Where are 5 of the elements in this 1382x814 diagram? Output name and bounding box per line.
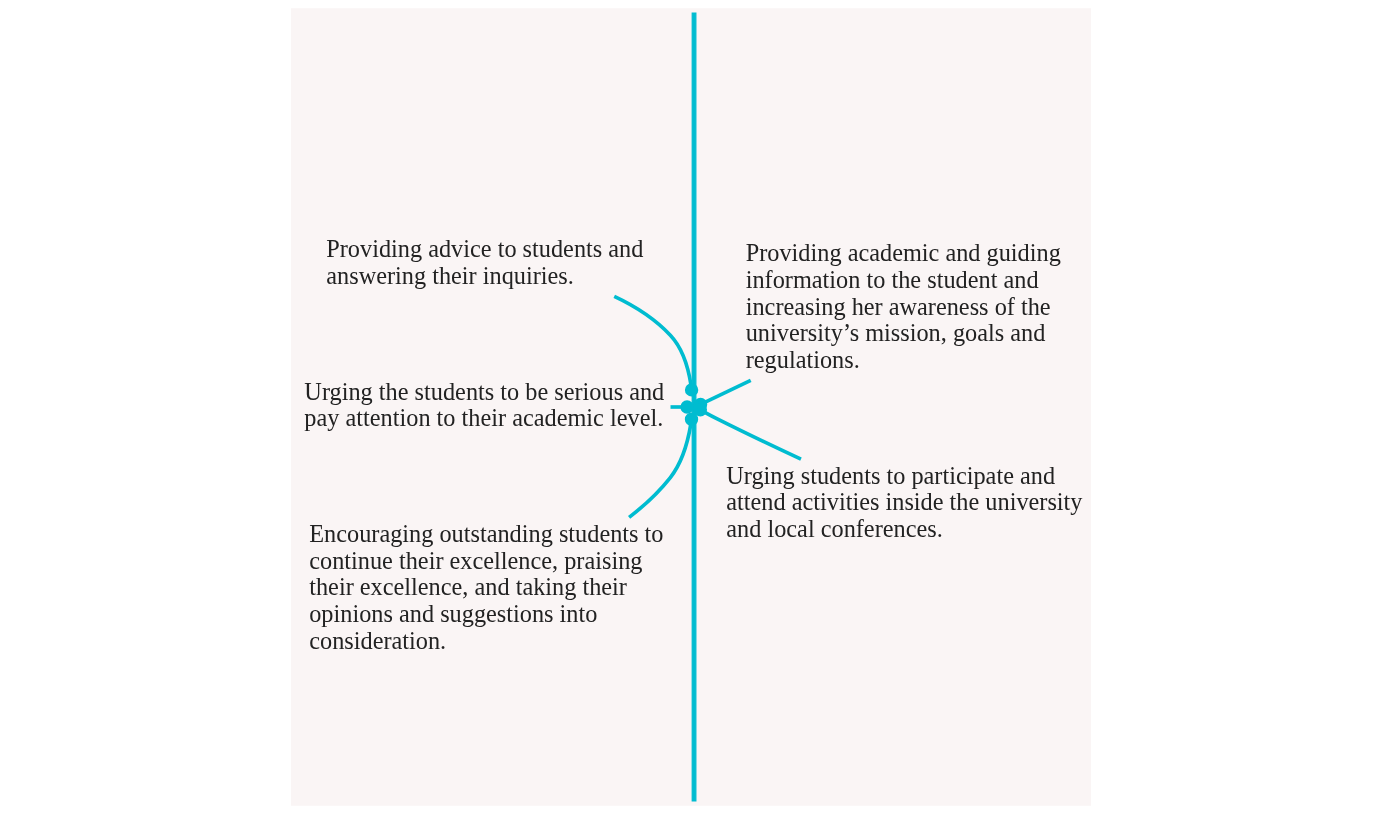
node-text: Urging students to participate and attend activities inside the university and local conferences.: [726, 461, 1083, 543]
node-text: Encouraging outstanding students to continue their excellence, praising their excellence, and taking their opinions and suggestions into consideration.: [309, 519, 664, 654]
node-text: Providing academic and guiding information to the student and increasing her awareness of the university’s mission, goals and regulations.: [745, 239, 1061, 374]
node-text: Providing advice to students and answering their inquiries.: [326, 235, 644, 290]
node-text: Urging the students to be serious and pay attention to their academic level.: [304, 377, 665, 432]
